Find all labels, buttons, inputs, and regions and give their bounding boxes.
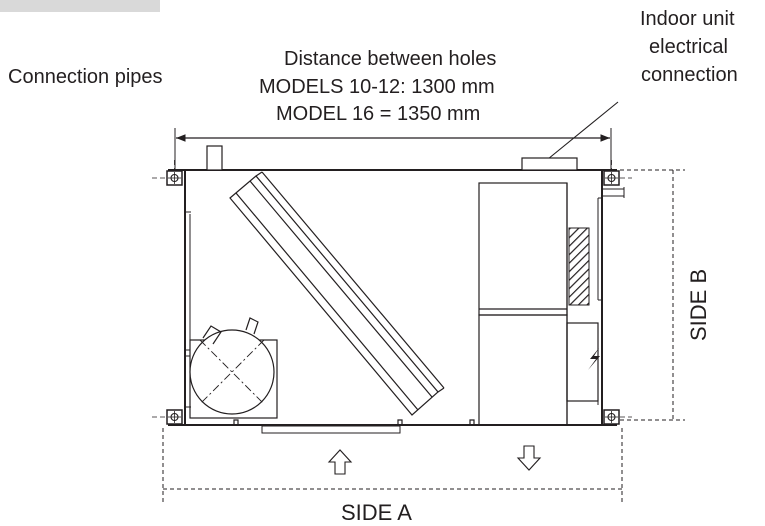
- heat-exchanger-coil: [229, 171, 445, 416]
- hole-distance-dimension: [174, 128, 612, 170]
- lightning-icon: [588, 348, 600, 370]
- models-10-12-label: MODELS 10-12: 1300 mm: [259, 76, 495, 98]
- compressor: [189, 317, 275, 415]
- mounting-bracket-top-left: [166, 170, 183, 186]
- mounting-bracket-bottom-right: [603, 409, 620, 425]
- connection-pipe-stub: [206, 145, 223, 171]
- frame-bottom-notches: [233, 419, 475, 425]
- filter-hatched-panel: [568, 227, 590, 306]
- connection-pipes-label: Connection pipes: [8, 66, 163, 88]
- model-16-label: MODEL 16 = 1350 mm: [276, 103, 481, 125]
- fan-module: [478, 182, 599, 426]
- electrical-connection-leader: [547, 101, 619, 160]
- side-a-dimension: [162, 428, 623, 503]
- mounting-bracket-top-right: [603, 170, 620, 186]
- mounting-bracket-bottom-left: [166, 409, 183, 425]
- indoor-unit-label-line1: Indoor unit: [640, 8, 735, 30]
- indoor-unit-label-line3: connection: [641, 64, 738, 86]
- indoor-unit-label-line2: electrical: [649, 36, 728, 58]
- distance-title-label: Distance between holes: [284, 48, 497, 70]
- bottom-grille-slot: [261, 425, 401, 434]
- side-a-label: SIDE A: [341, 500, 412, 525]
- side-b-dimension: [620, 169, 685, 421]
- electrical-connection-box: [521, 157, 578, 171]
- arrow-up-icon: [327, 449, 353, 475]
- header-tab: [0, 0, 160, 12]
- side-b-label: SIDE B: [686, 268, 711, 341]
- arrow-down-icon: [516, 445, 542, 471]
